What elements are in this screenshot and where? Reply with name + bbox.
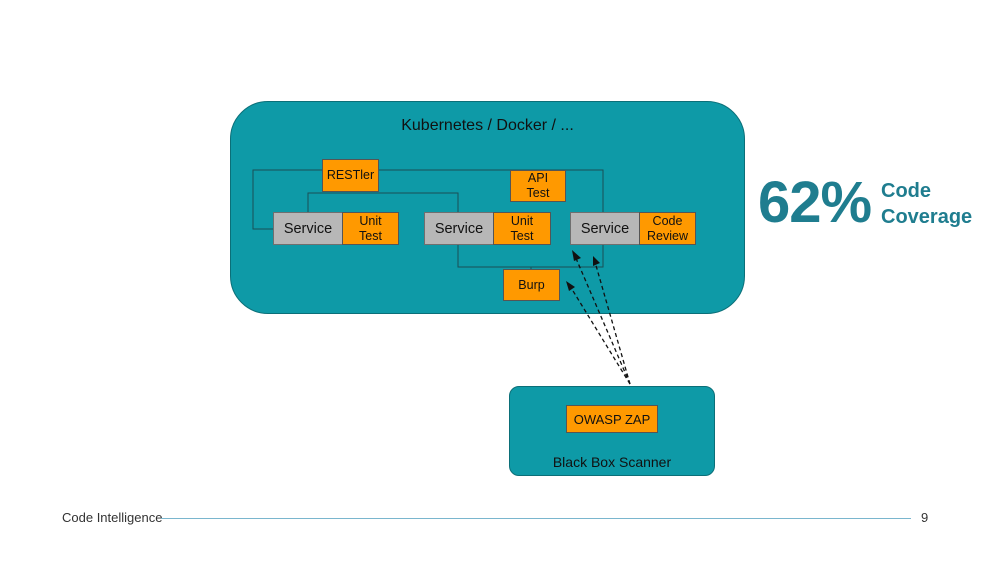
api-test-box: API Test [510,170,566,202]
service-box-3: Service [570,212,640,245]
scan-arrow-2 [594,261,631,385]
coverage-label-line1: Code [881,180,931,202]
scanner-label: Black Box Scanner [552,454,672,470]
burp-link [457,245,604,268]
kubernetes-cluster-box [230,101,745,314]
restler-link-service3 [378,169,604,212]
cluster-title: Kubernetes / Docker / ... [401,117,574,134]
unit-test-tag-2: Unit Test [493,212,551,245]
scan-arrowhead-1 [572,250,581,261]
owasp-zap-box: OWASP ZAP [566,405,658,433]
scan-arrow-3 [569,285,631,385]
service-box-1: Service [273,212,343,245]
restler-link-outer [252,169,322,230]
unit-test-tag-1: Unit Test [342,212,399,245]
coverage-value: 62% [758,170,872,235]
scan-arrow-1 [574,255,631,385]
service-box-2: Service [424,212,494,245]
page-number: 9 [921,510,929,525]
coverage-label: Code Coverage [881,178,972,230]
footer-brand: Code Intelligence [62,510,163,525]
restler-link-service2 [307,192,459,212]
coverage-label-line2: Coverage [881,206,973,228]
code-review-tag: Code Review [639,212,696,245]
footer-divider [161,518,911,519]
burp-box: Burp [503,269,560,301]
scan-arrowhead-2 [593,256,600,266]
restler-box: RESTler [322,159,379,192]
scan-arrowhead-3 [566,281,575,291]
